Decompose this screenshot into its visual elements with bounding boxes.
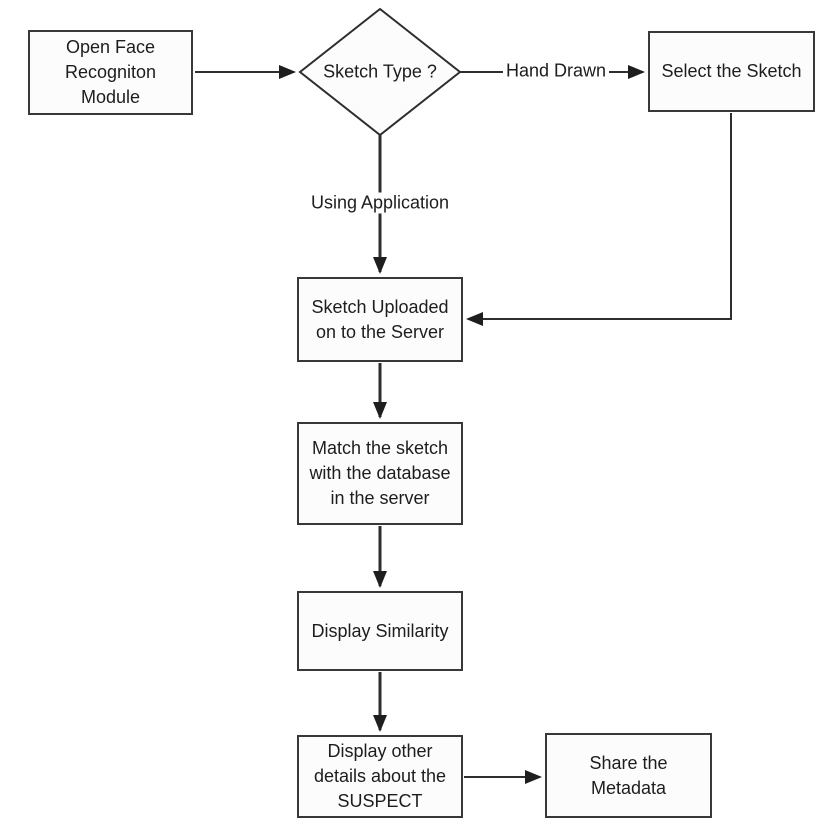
edge-select-sketch-to-sketch-uploaded bbox=[466, 113, 732, 326]
node-select-sketch: Select the Sketch bbox=[648, 31, 815, 112]
node-share-metadata: Share the Metadata bbox=[545, 733, 712, 818]
node-sketch-uploaded: Sketch Uploaded on to the Server bbox=[297, 277, 463, 362]
edge-label-hand-drawn: Hand Drawn bbox=[502, 60, 610, 82]
edge-label-using-application: Using Application bbox=[307, 192, 453, 214]
node-sketch-type-decision-label: Sketch Type ? bbox=[323, 61, 437, 82]
node-match-sketch: Match the sketch with the database in th… bbox=[297, 422, 463, 525]
node-open-face-module: Open Face Recogniton Module bbox=[28, 30, 193, 115]
node-display-other-details: Display other details about the SUSPECT bbox=[297, 735, 463, 818]
node-display-similarity: Display Similarity bbox=[297, 591, 463, 671]
